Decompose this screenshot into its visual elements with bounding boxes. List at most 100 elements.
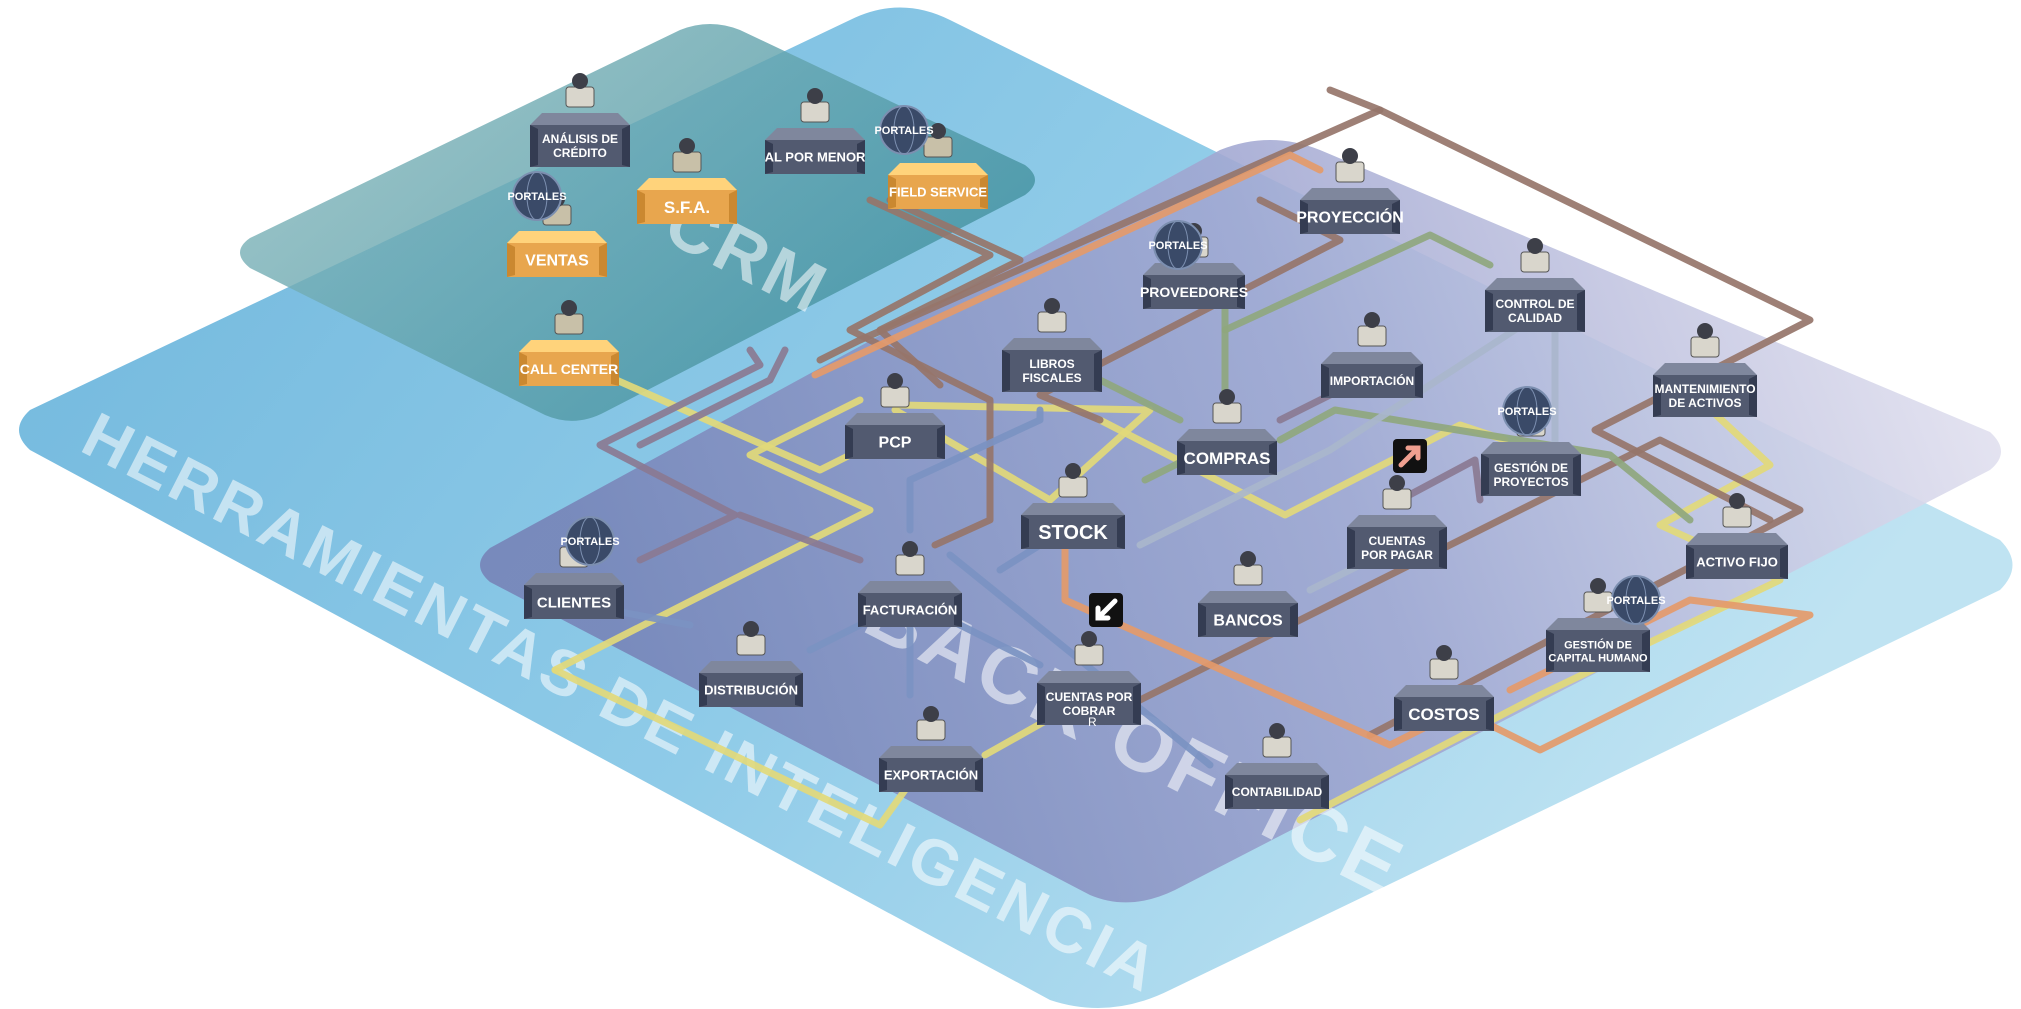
node-front: [1002, 350, 1102, 392]
node-side: [1780, 545, 1788, 579]
node-side: [1002, 350, 1010, 392]
portal-globe-icon[interactable]: PORTALES: [1497, 386, 1557, 436]
node-side: [1439, 527, 1447, 569]
node-front: [879, 758, 983, 792]
node-label: GESTIÓN DE: [1564, 638, 1632, 651]
exportacion-node[interactable]: EXPORTACIÓN: [879, 706, 983, 792]
node-label: COSTOS: [1408, 705, 1479, 724]
retail-desk-icon: [800, 88, 830, 123]
node-side: [1094, 350, 1102, 392]
activofijo-node[interactable]: ACTIVO FIJO: [1686, 493, 1788, 579]
books-icon: [1037, 298, 1067, 333]
node-label: DE ACTIVOS: [1669, 396, 1742, 410]
node-label: CONTROL DE: [1495, 297, 1574, 311]
node-side: [1415, 364, 1423, 398]
dollar-icon: [895, 541, 925, 576]
node-label: VENTAS: [525, 253, 589, 270]
costos-node[interactable]: COSTOS: [1394, 645, 1494, 731]
node-side: [1021, 515, 1029, 549]
node-top: [1394, 685, 1494, 697]
node-side: [975, 758, 983, 792]
node-side: [879, 758, 887, 792]
stock-node[interactable]: STOCK: [1021, 463, 1125, 549]
node-top: [845, 413, 945, 425]
portal-globe-icon[interactable]: PORTALES: [507, 171, 567, 221]
node-side: [1481, 454, 1489, 496]
node-label: CRÉDITO: [553, 145, 607, 160]
node-label: POR PAGAR: [1361, 548, 1433, 562]
flow-line: [1136, 436, 1804, 739]
node-side: [530, 125, 538, 167]
node-top: [1481, 442, 1581, 454]
node-label: CALIDAD: [1508, 311, 1562, 325]
alpormenor-node[interactable]: AL POR MENOR: [765, 88, 866, 174]
arrow-down-left-icon: [1089, 593, 1123, 627]
callcenter-node[interactable]: CALL CENTER: [519, 300, 619, 386]
node-front: [1653, 375, 1757, 417]
calculator-icon: [1262, 723, 1292, 758]
node-side: [765, 140, 773, 174]
node-side: [729, 190, 737, 224]
node-front: [530, 125, 630, 167]
node-front: [1485, 290, 1585, 332]
pcp-node[interactable]: PCP: [845, 373, 945, 459]
node-top: [1225, 763, 1329, 775]
node-label: CLIENTES: [537, 594, 611, 611]
portal-globe-icon[interactable]: PORTALES: [1148, 220, 1208, 270]
node-side: [637, 190, 645, 224]
node-front: [1177, 441, 1277, 475]
clientes-node[interactable]: CLIENTES PORTALES: [524, 516, 624, 619]
node-side: [857, 140, 865, 174]
proyeccion-node[interactable]: PROYECCIÓN: [1296, 148, 1404, 234]
flow-line: [1396, 456, 1484, 504]
node-label: CALL CENTER: [520, 361, 619, 377]
cash-register-icon: [1429, 645, 1459, 680]
node-front: [519, 352, 619, 386]
boxes-icon: [1058, 463, 1088, 498]
bancos-node[interactable]: BANCOS: [1198, 551, 1298, 637]
sfa-node[interactable]: S.F.A.: [637, 138, 737, 224]
portal-badge-label: PORTALES: [874, 125, 933, 137]
importacion-node[interactable]: IMPORTACIÓN: [1321, 312, 1423, 398]
node-top: [858, 581, 962, 593]
facturacion-node[interactable]: FACTURACIÓN: [858, 541, 962, 627]
node-side: [937, 425, 945, 459]
money-stack-icon: [1382, 475, 1412, 510]
compras-node[interactable]: COMPRAS: [1177, 389, 1277, 475]
node-side: [1686, 545, 1694, 579]
distribucion-node[interactable]: DISTRIBUCIÓN: [699, 621, 803, 707]
crane-icon: [1357, 312, 1387, 347]
node-side: [954, 593, 962, 627]
node-side: [1237, 275, 1245, 309]
ventas-node[interactable]: VENTAS PORTALES: [507, 171, 607, 277]
portal-globe-icon[interactable]: PORTALES: [1606, 575, 1666, 625]
node-label: EXPORTACIÓN: [884, 768, 978, 783]
node-side: [1290, 603, 1298, 637]
flow-line: [1221, 231, 1494, 334]
node-top: [1347, 515, 1447, 527]
node-side: [1394, 697, 1402, 731]
portal-globe-icon[interactable]: PORTALES: [560, 516, 620, 566]
node-label: CONTABILIDAD: [1232, 785, 1323, 799]
node-label: S.F.A.: [664, 198, 710, 217]
node-top: [1002, 338, 1102, 350]
node-top: [524, 573, 624, 585]
node-side: [1546, 630, 1554, 672]
contabilidad-node[interactable]: CONTABILIDAD: [1225, 723, 1329, 809]
node-label: COBRAR: [1063, 704, 1116, 718]
node-front: [858, 593, 962, 627]
node-side: [1300, 200, 1308, 234]
factory-icon: [880, 373, 910, 408]
portal-globe-icon[interactable]: PORTALES: [874, 105, 934, 155]
